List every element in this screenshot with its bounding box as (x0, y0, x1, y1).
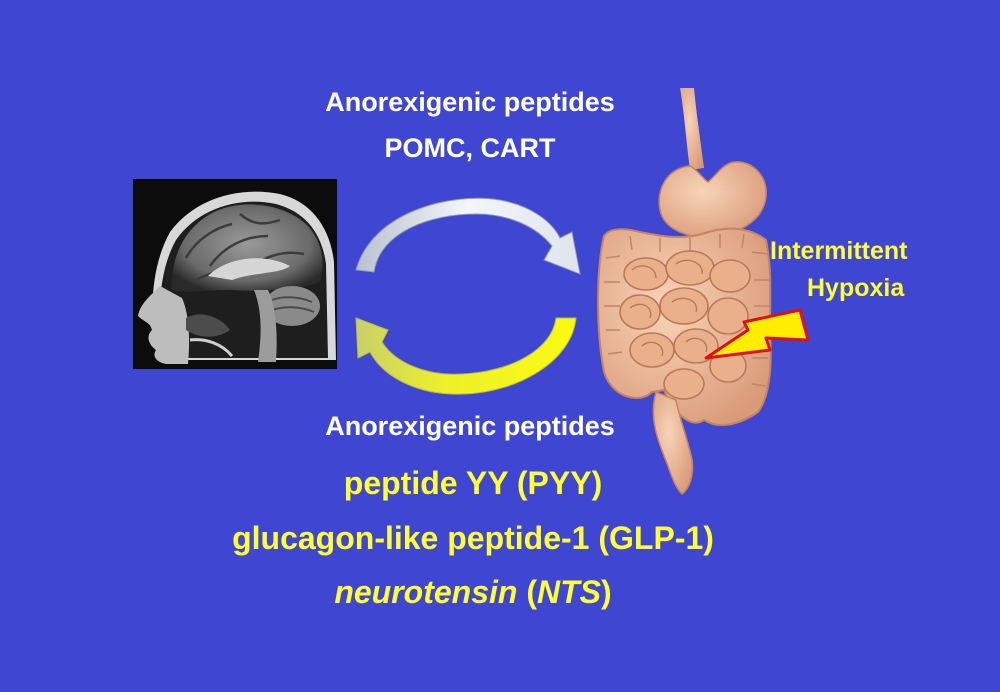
nts-close-paren: ) (601, 574, 612, 610)
peptide-nts-label: neurotensin (NTS) (0, 574, 946, 610)
lightning-bolt-icon (704, 308, 810, 360)
gastrointestinal-tract-image (597, 88, 772, 495)
top-peptides-heading: Anorexigenic peptides (325, 87, 615, 117)
curved-arrow-icon (355, 317, 577, 395)
peptide-pyy-label: peptide YY (PYY) (343, 465, 603, 501)
stimulus-label-line2: Hypoxia (807, 274, 905, 302)
nts-open-paren: ( (517, 574, 537, 610)
stimulus-label-line1: Intermittent (770, 237, 908, 265)
nts-abbr: NTS (537, 574, 601, 610)
curved-arrow-icon (355, 197, 581, 275)
peptide-glp1-label: glucagon-like peptide-1 (GLP-1) (232, 520, 714, 556)
bottom-peptides-heading: Anorexigenic peptides (325, 411, 615, 441)
nts-name: neurotensin (334, 574, 518, 610)
top-peptides-list: POMC, CART (384, 133, 556, 163)
brain-mri-image (133, 179, 337, 369)
